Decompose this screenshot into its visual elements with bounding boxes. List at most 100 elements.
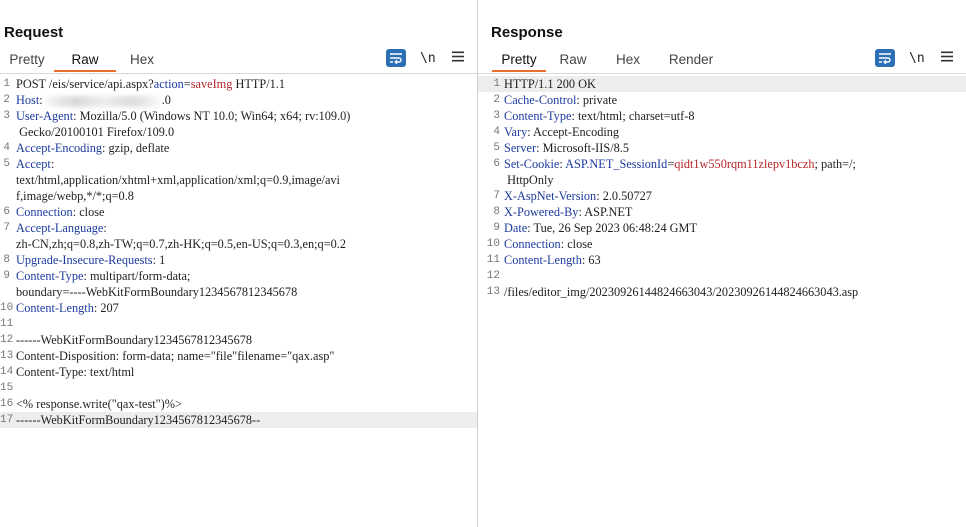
line-number: 12: [486, 270, 500, 282]
line-content: Content-Type: text/html; charset=utf-8: [504, 108, 695, 124]
line-number: 1: [493, 78, 500, 90]
line-number: 7: [493, 190, 500, 202]
line-content: Upgrade-Insecure-Requests: 1: [16, 252, 165, 268]
line-content: boundary=----WebKitFormBoundary123456781…: [16, 284, 297, 300]
code-line: zh-CN,zh;q=0.8,zh-TW;q=0.7,zh-HK;q=0.5,e…: [0, 236, 477, 252]
line-number: 6: [493, 158, 500, 170]
header-name: Accept-Encoding: [16, 141, 103, 155]
line-content: Gecko/20100101 Firefox/109.0: [16, 124, 174, 140]
line-number: 6: [3, 206, 10, 218]
response-tab-pretty[interactable]: Pretty: [492, 50, 546, 72]
code-line: 4 Accept-Encoding: gzip, deflate: [0, 140, 477, 156]
code-text: : close: [72, 205, 105, 219]
request-tab-raw[interactable]: Raw: [54, 50, 116, 72]
request-title: Request: [4, 24, 64, 41]
line-number: 13: [486, 286, 500, 298]
line-content: Cache-Control: private: [504, 92, 617, 108]
header-name: action: [153, 77, 184, 91]
line-content: Host: .0: [16, 92, 171, 108]
code-text: : Tue, 26 Sep 2023 06:48:24 GMT: [527, 221, 698, 235]
code-text: /files/editor_img/20230926144824663043/2…: [504, 285, 859, 299]
header-name: Content-Type: [16, 269, 84, 283]
header-name: Content-Length: [16, 301, 94, 315]
redacted-host: [45, 95, 162, 107]
code-text: : 2.0.50727: [596, 189, 652, 203]
code-text: : close: [560, 237, 593, 251]
response-title: Response: [491, 24, 563, 41]
code-text: : Microsoft-IIS/8.5: [536, 141, 629, 155]
line-content: f,image/webp,*/*;q=0.8: [16, 188, 134, 204]
line-number: 5: [3, 158, 10, 170]
line-number: 1: [3, 78, 10, 90]
code-text: : ASP.NET: [578, 205, 633, 219]
line-content: Content-Length: 63: [504, 252, 601, 268]
code-text: <% response.write("qax-test")%>: [16, 397, 182, 411]
header-name: User-Agent: [16, 109, 74, 123]
line-content: Set-Cookie: ASP.NET_SessionId=qidt1w550r…: [504, 156, 856, 172]
code-text: HttpOnly: [504, 173, 554, 187]
line-number: 4: [3, 142, 10, 154]
header-name: Content-Type: [504, 109, 572, 123]
request-tab-pretty[interactable]: Pretty: [9, 52, 45, 67]
code-text: text/html,application/xhtml+xml,applicat…: [16, 173, 340, 187]
header-name: Connection: [504, 237, 561, 251]
param-value: qidt1w550rqm11zlepv1bczh: [674, 157, 815, 171]
code-line: HttpOnly: [478, 172, 966, 188]
line-number: 10: [486, 238, 500, 250]
request-pane: Request Pretty Raw Hex \n 1 POST /eis/ser…: [0, 0, 478, 527]
line-number: 14: [0, 366, 14, 378]
line-content: ------WebKitFormBoundary1234567812345678: [16, 332, 252, 348]
code-text: ; path=/;: [814, 157, 856, 171]
response-tab-render[interactable]: Render: [668, 52, 714, 67]
code-line: 6 Set-Cookie: ASP.NET_SessionId=qidt1w550…: [478, 156, 966, 172]
line-number: 15: [0, 382, 14, 394]
request-toolbar: \n: [386, 49, 464, 67]
request-menu-button[interactable]: [451, 49, 464, 67]
line-number: 12: [0, 334, 14, 346]
code-text: Gecko/20100101 Firefox/109.0: [16, 125, 175, 139]
code-line: Gecko/20100101 Firefox/109.0: [0, 124, 477, 140]
line-number: 3: [493, 110, 500, 122]
word-wrap-button[interactable]: [875, 49, 895, 67]
code-line: 13/files/editor_img/20230926144824663043…: [478, 284, 966, 300]
response-tabs: Pretty Raw Hex Render: [492, 50, 726, 72]
code-line: text/html,application/xhtml+xml,applicat…: [0, 172, 477, 188]
code-text: : 1: [152, 253, 166, 267]
response-menu-button[interactable]: [940, 49, 953, 67]
header-name: Upgrade-Insecure-Requests: [16, 253, 153, 267]
word-wrap-button[interactable]: [386, 49, 406, 67]
response-tab-hex[interactable]: Hex: [615, 52, 640, 67]
code-line: 9 Content-Type: multipart/form-data;: [0, 268, 477, 284]
code-text: : 207: [93, 301, 119, 315]
line-content: Content-Type: text/html: [16, 364, 134, 380]
code-line: 10 Connection: close: [478, 236, 966, 252]
code-text: : text/html; charset=utf-8: [571, 109, 695, 123]
line-number: 11: [486, 254, 500, 266]
show-newlines-button[interactable]: \n: [420, 50, 436, 66]
line-content: Accept-Language:: [16, 220, 107, 236]
line-content: Accept-Encoding: gzip, deflate: [16, 140, 169, 156]
line-content: /files/editor_img/20230926144824663043/2…: [504, 284, 858, 300]
line-content: POST /eis/service/api.aspx?action=saveIm…: [16, 76, 285, 92]
response-tabs-divider: [478, 73, 966, 74]
header-name: Date: [504, 221, 528, 235]
code-text: : gzip, deflate: [102, 141, 170, 155]
show-newlines-button[interactable]: \n: [909, 50, 925, 66]
line-content: <% response.write("qax-test")%>: [16, 396, 182, 412]
line-number: 9: [3, 270, 10, 282]
code-text: zh-CN,zh;q=0.8,zh-TW;q=0.7,zh-HK;q=0.5,e…: [16, 237, 346, 251]
response-tab-raw[interactable]: Raw: [559, 52, 587, 67]
line-content: Content-Type: multipart/form-data;: [16, 268, 190, 284]
request-editor[interactable]: 1 POST /eis/service/api.aspx?action=saveI…: [0, 76, 477, 527]
code-text: : Accept-Encoding: [527, 125, 620, 139]
request-tab-hex[interactable]: Hex: [129, 52, 154, 67]
